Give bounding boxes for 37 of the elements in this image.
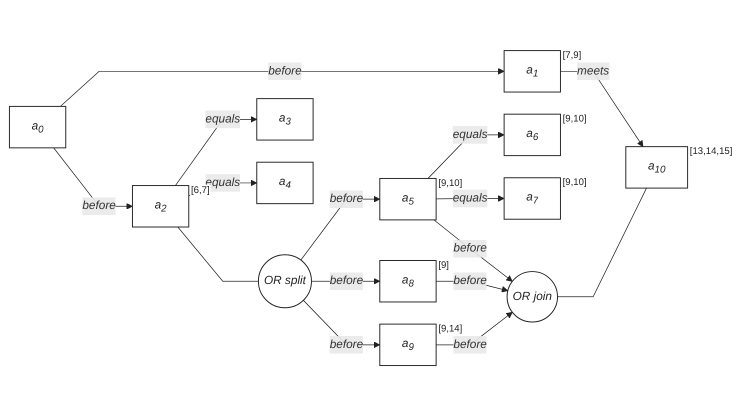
edge-label: before xyxy=(330,338,364,351)
interval-label: [9,14] xyxy=(438,323,462,334)
node-box: a$_{5}$ xyxy=(379,178,437,220)
node-circle: OR split xyxy=(258,254,312,308)
arrow xyxy=(60,68,504,107)
edge-label: before xyxy=(268,64,302,78)
edge-label: before xyxy=(453,338,487,351)
interval-label: [9,10] xyxy=(562,114,587,125)
connector xyxy=(177,226,259,282)
edge-label: before xyxy=(330,274,364,288)
node-box: a$_{3}$ xyxy=(256,98,314,141)
interval-label: [7,9] xyxy=(562,50,582,61)
interval-label: [9,10] xyxy=(562,177,587,188)
edge-label: before xyxy=(330,192,364,206)
node-box: a$_{7}$ xyxy=(504,177,561,220)
edge-label: before xyxy=(82,200,116,212)
edge-label: before xyxy=(453,274,487,288)
node-circle: OR join xyxy=(506,271,558,322)
node-box: a$_{0}$ xyxy=(8,106,66,148)
interval-label: [9] xyxy=(438,260,449,271)
node-box: a$_{4}$ xyxy=(256,162,314,204)
arrow xyxy=(434,220,513,282)
node-box: a$_{8}$ xyxy=(379,260,437,302)
edge-label: before xyxy=(453,242,487,255)
node-box: a$_{6}$ xyxy=(504,114,561,156)
connector xyxy=(557,188,647,298)
node-box: a$_{10}$ xyxy=(625,146,688,189)
interval-label: [13,14,15] xyxy=(690,146,732,158)
edge-label: equals xyxy=(205,112,240,126)
edge-label: equals xyxy=(452,128,488,141)
edge-label: equals xyxy=(452,192,488,204)
edge-label: meets xyxy=(577,64,610,78)
node-box: a$_{9}$ xyxy=(379,324,437,366)
interval-label: [9,10] xyxy=(438,178,462,189)
node-box: a$_{2}$ xyxy=(132,185,190,228)
edge-label: equals xyxy=(205,176,240,189)
node-box: a$_{1}$ xyxy=(504,50,561,93)
